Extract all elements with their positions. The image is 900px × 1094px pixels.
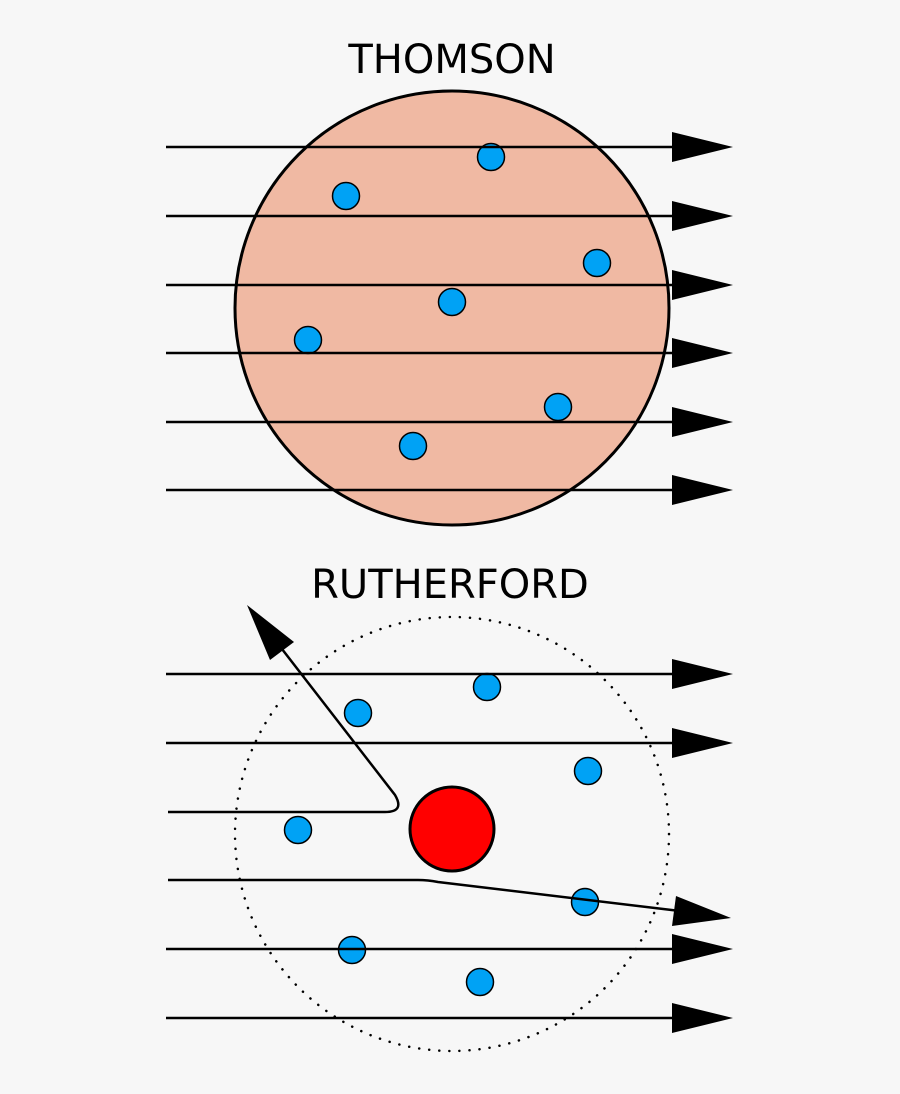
rutherford-alpha-path <box>166 728 733 758</box>
thomson-electron <box>331 181 361 211</box>
thomson-title: THOMSON <box>347 37 555 83</box>
thomson-alpha-paths <box>166 132 733 505</box>
thomson-alpha-path <box>166 270 733 300</box>
thomson-electron <box>476 142 506 172</box>
rutherford-electron <box>472 672 502 702</box>
rutherford-title: RUTHERFORD <box>311 562 589 608</box>
rutherford-nucleus <box>408 785 496 873</box>
rutherford-alpha-path <box>166 1003 733 1033</box>
rutherford-electron <box>283 815 313 845</box>
rutherford-atom-boundary <box>233 615 671 1053</box>
thomson-alpha-path <box>166 475 733 505</box>
rutherford-electron <box>343 698 373 728</box>
rutherford-electron <box>465 967 495 997</box>
rutherford-alpha-paths <box>166 605 733 1033</box>
thomson-alpha-path <box>166 132 733 162</box>
thomson-electron <box>582 248 612 278</box>
rutherford-alpha-path <box>166 934 733 964</box>
rutherford-deflected-path <box>168 878 731 926</box>
thomson-electrons <box>293 142 612 461</box>
thomson-alpha-path <box>166 201 733 231</box>
thomson-electron <box>293 325 323 355</box>
thomson-electron <box>398 431 428 461</box>
rutherford-backscattered-path <box>168 605 400 814</box>
rutherford-alpha-path <box>166 659 733 689</box>
thomson-model: THOMSON <box>166 37 733 527</box>
thomson-electron <box>437 287 467 317</box>
rutherford-model: RUTHERFORD <box>166 562 733 1053</box>
rutherford-electron <box>573 756 603 786</box>
thomson-electron <box>543 392 573 422</box>
thomson-alpha-path <box>166 407 733 437</box>
thomson-alpha-path <box>166 338 733 368</box>
